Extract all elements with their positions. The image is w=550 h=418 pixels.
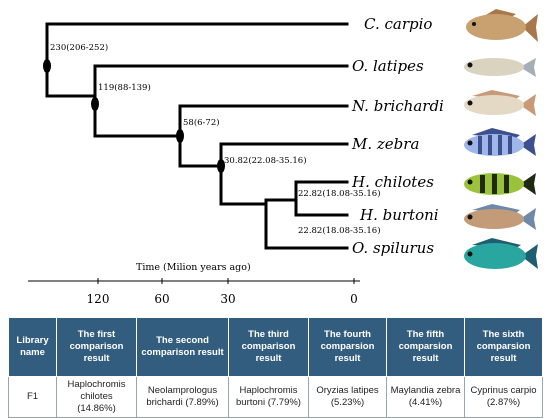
table-cell: F1 [8,376,57,418]
axis-tick-label: 30 [220,292,235,306]
body-stripe [508,136,512,154]
fish-eye [467,100,473,106]
node-age-label: 22.82(18.08-35.16) [298,225,381,236]
species-label: O. latipes [352,57,424,75]
axis-tick-label: 120 [87,292,110,306]
haplochromis-chilotes-fish-icon [464,173,536,195]
column-header: The sixth comparsion result [464,317,543,377]
species-label: O. spilurus [352,239,434,257]
species-label: N. brichardi [351,97,444,115]
tail-fin [520,173,536,195]
body-stripe [504,175,509,193]
tail-fin [520,208,536,230]
table-cell: Neolamprologus brichardi (7.89%) [136,376,229,418]
table-cell: Maylandia zebra (4.41%) [386,376,465,418]
species-label: M. zebra [351,135,419,153]
tree-nodes [43,59,225,173]
node-age-label: 230(206-252) [50,42,108,53]
node-marker [217,159,225,173]
body-stripe [478,136,482,154]
tail-fin [520,94,536,116]
fish-body [464,134,524,156]
phylogenetic-tree: C. carpio O. latipes N. brichardi M. zeb… [28,15,444,306]
comparison-results-table: Library name The first comparison result… [8,317,543,418]
node-marker [176,129,184,143]
tail-fin [520,134,536,156]
axis-tick-label: 60 [154,292,169,306]
tilapia-fish-icon [464,238,538,269]
fish-body [464,58,524,76]
column-header: The fourth comparsion result [308,317,387,377]
body-stripe [480,175,485,193]
column-header: The fifth comparsion result [386,317,465,377]
fish-body [464,95,524,115]
fish-body [466,14,526,40]
fish-eye [467,140,473,146]
table-row: F1 Haplochromis chilotes (14.86%) Neolam… [8,376,543,418]
species-label: C. carpio [364,15,432,33]
body-stripe [488,135,492,155]
species-label: H. burtoni [359,206,439,224]
node-labels: 230(206-252) 119(88-139) 58(6-72) 30.82(… [50,42,381,236]
node-age-label: 22.82(18.08-35.16) [298,188,381,199]
tree-branches [45,22,349,250]
column-header: Library name [8,317,57,377]
fish-body [464,209,524,229]
fish-eye [467,214,473,220]
table-cell: Haplochromis chilotes (14.86%) [56,376,137,418]
body-stripe [498,135,502,155]
neolamprologus-fish-icon [464,90,536,116]
node-marker [91,97,99,111]
species-label: H. chilotes [351,173,434,191]
fish-eye [467,62,473,68]
column-header: The first comparison result [56,317,137,377]
tail-fin [520,58,536,77]
column-header: The third comparison result [228,317,309,377]
medaka-fish-icon [464,58,536,77]
node-age-label: 119(88-139) [98,82,151,93]
table-cell: Oryzias latipes (5.23%) [308,376,387,418]
time-axis: Time (Milion years ago) 120 60 30 0 [28,262,360,306]
table-cell: Haplochromis burtoni (7.79%) [228,376,309,418]
fish-body [464,243,526,269]
haplochromis-burtoni-fish-icon [464,204,536,230]
table-header-row: Library name The first comparison result… [8,317,543,377]
body-stripe [492,174,497,194]
node-age-label: 30.82(22.08-35.16) [224,155,307,166]
zebra-mbuna-fish-icon [464,128,536,156]
fish-eye [467,251,473,257]
axis-tick-label: 0 [350,292,358,306]
node-marker [43,59,51,73]
fish-eye [467,179,473,185]
common-carp-fish-icon [466,9,538,42]
fish-eye [472,22,476,26]
column-header: The second comparison result [136,317,229,377]
species-labels: C. carpio O. latipes N. brichardi M. zeb… [351,15,444,257]
table-cell: Cyprinus carpio (2.87%) [464,376,543,418]
axis-title: Time (Milion years ago) [136,262,251,273]
tail-fin [521,244,538,269]
node-age-label: 58(6-72) [183,117,220,128]
tail-fin [522,14,538,42]
